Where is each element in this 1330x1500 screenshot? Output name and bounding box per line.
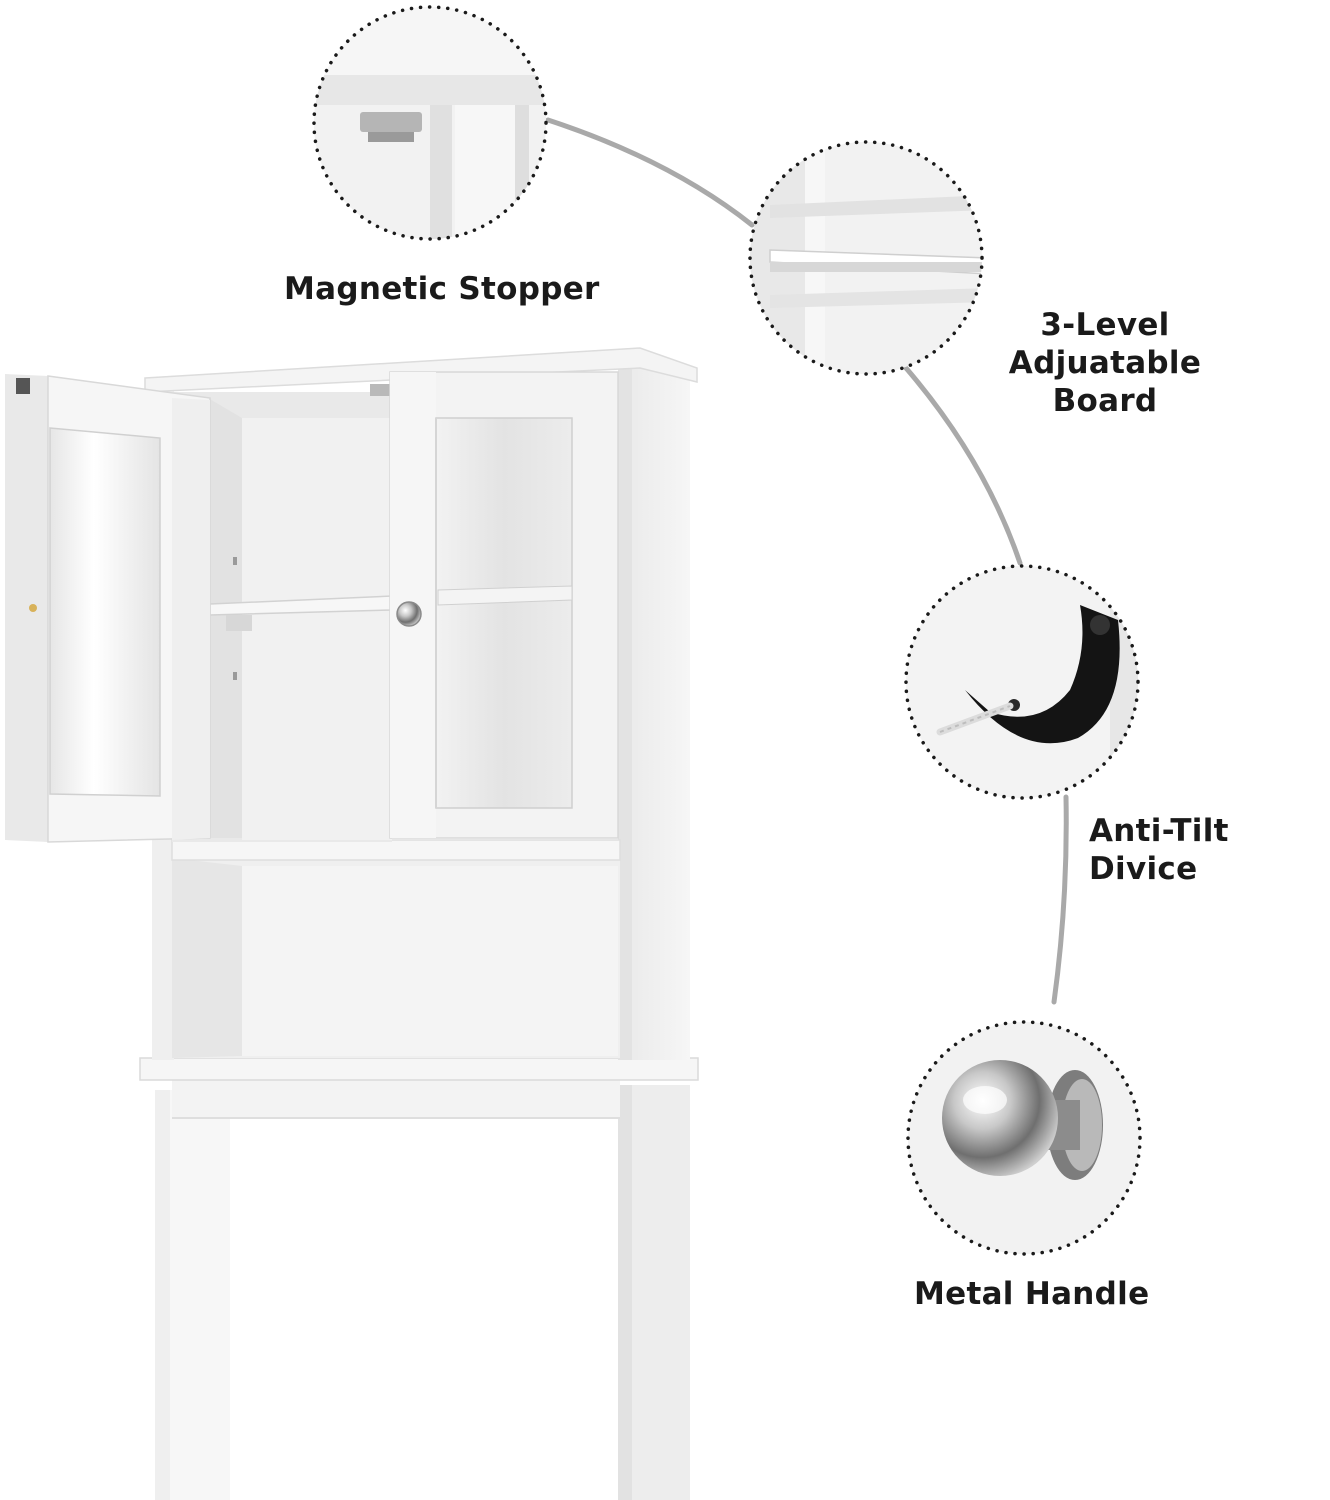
- right-door: [389, 371, 619, 839]
- metal-knob: [942, 1060, 1058, 1176]
- anti-tilt-strap: [965, 605, 1120, 744]
- adjustable-board-label-line2: Adjuatable Board: [1008, 345, 1202, 419]
- adjustable-board-callout: [748, 140, 984, 376]
- connector-lines: [545, 117, 1069, 1005]
- adjustable-board-label-line1: 3-Level: [1040, 307, 1170, 343]
- anti-tilt-label: Anti-Tilt Divice: [1089, 813, 1229, 887]
- metal-handle-label: Metal Handle: [914, 1276, 1150, 1312]
- anti-tilt-callout: [904, 564, 1140, 800]
- left-door: [5, 374, 211, 843]
- adjustable-board-label: 3-Level Adjuatable Board: [960, 306, 1250, 420]
- cabinet: [5, 347, 699, 1500]
- magnetic-stopper-callout: [312, 5, 548, 241]
- metal-handle-callout: [906, 1020, 1142, 1256]
- magnetic-stopper-label: Magnetic Stopper: [284, 271, 600, 307]
- door-knob: [396, 601, 422, 627]
